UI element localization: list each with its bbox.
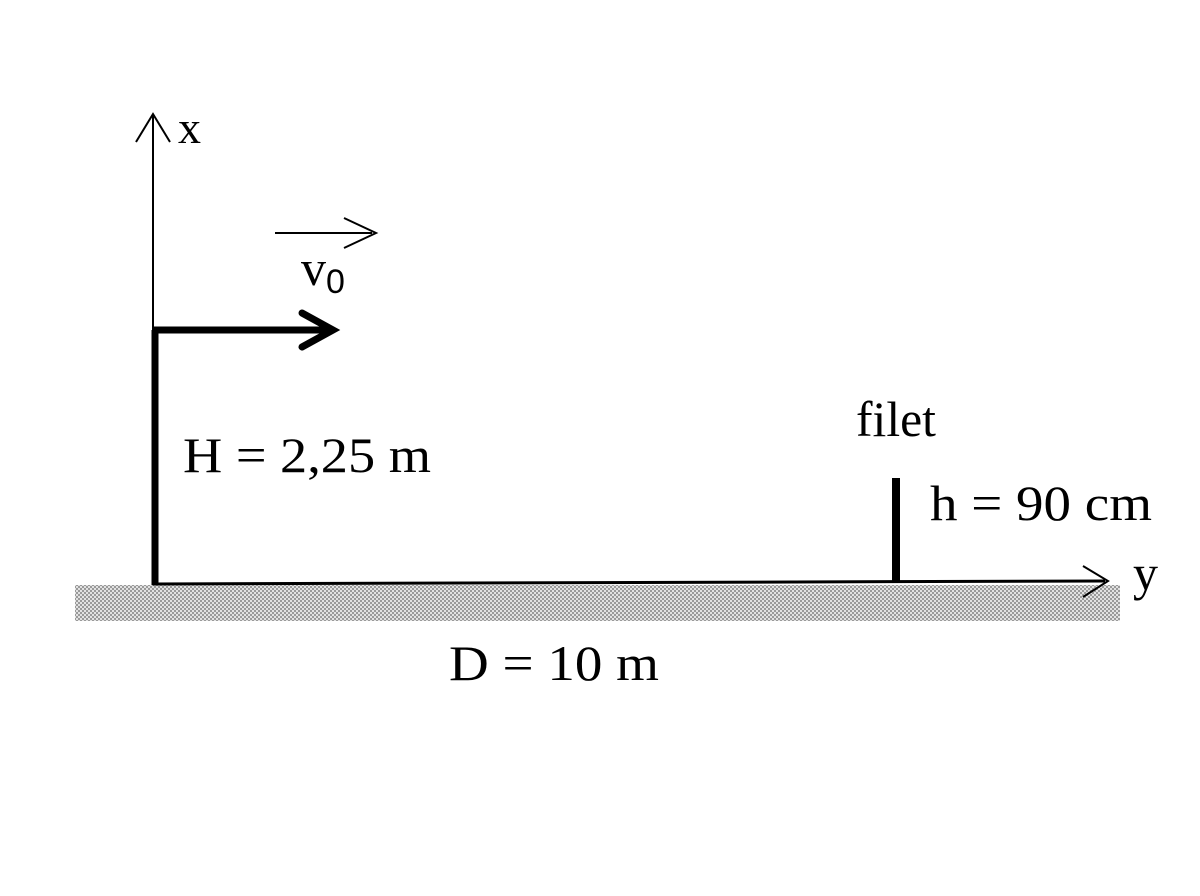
x-axis-label: x [178,102,201,153]
y-axis-line [152,579,1106,586]
y-axis-arrowhead [1082,565,1110,598]
height-h-label: h = 90 cm [930,475,1152,531]
velocity-subscript: 0 [326,263,345,301]
distance-D-label: D = 10 m [449,635,659,691]
x-axis-arrowhead [135,112,171,143]
vector-overline-head [343,217,379,249]
net-label: filet [856,391,936,447]
y-axis-label: y [1133,545,1158,601]
height-H-label: H = 2,25 m [183,427,431,483]
velocity-arrowhead [298,309,341,351]
ground [75,585,1120,621]
velocity-label: v0 [301,240,345,301]
